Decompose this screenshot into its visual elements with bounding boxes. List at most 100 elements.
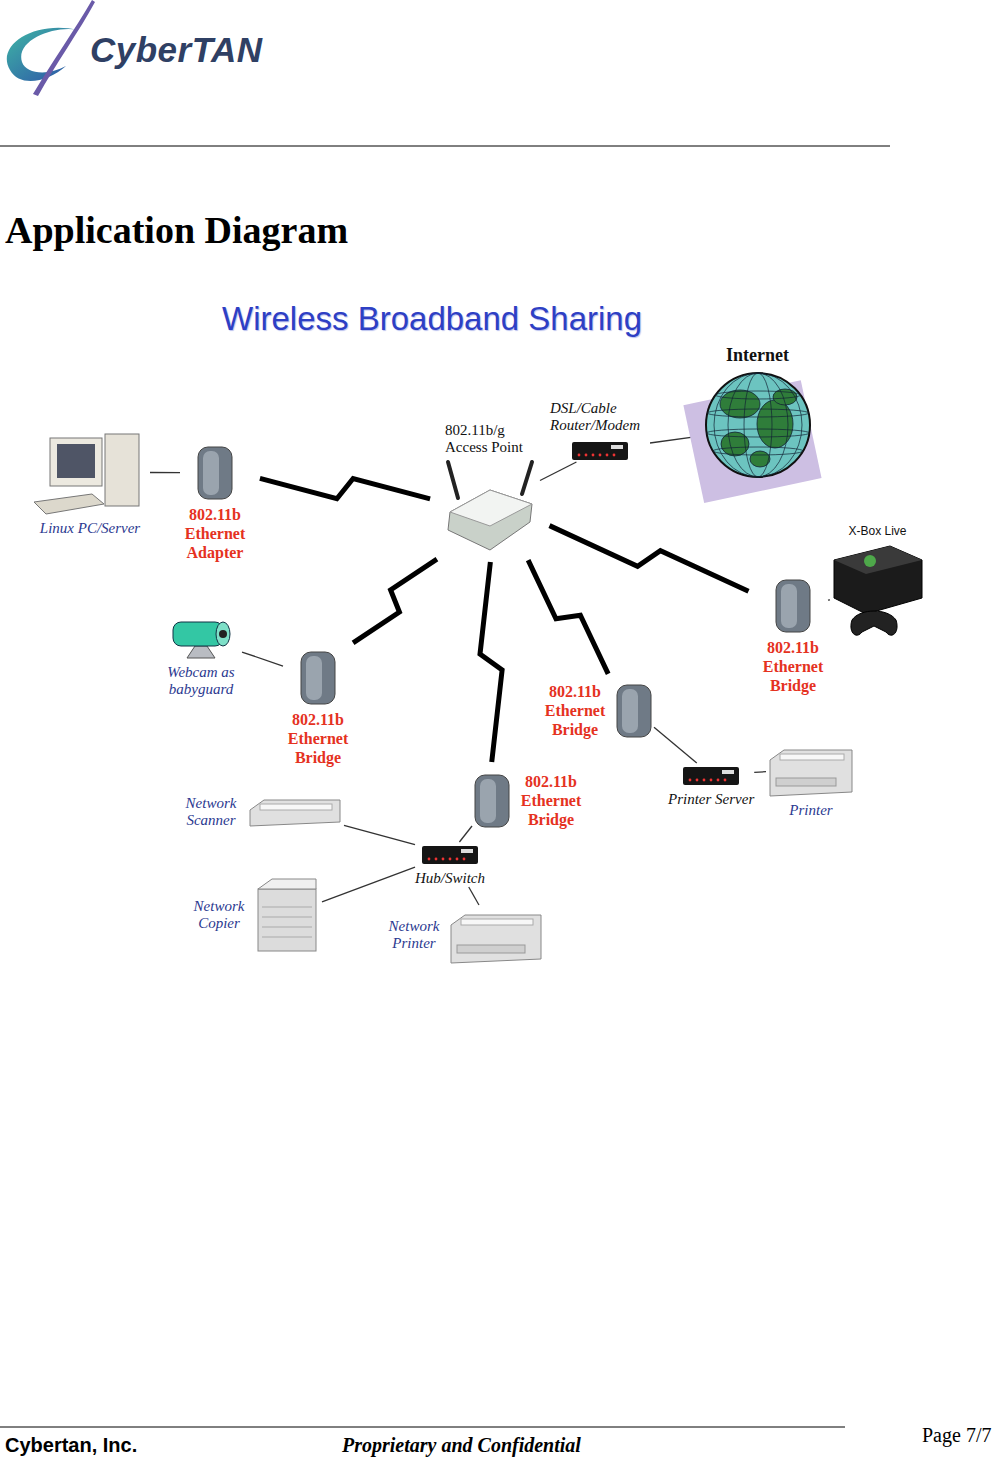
diagram-heading: Wireless Broadband Sharing: [222, 299, 642, 339]
icon-part: [34, 434, 139, 514]
footer-company: Cybertan, Inc.: [5, 1433, 137, 1457]
console-jewel: [864, 555, 876, 567]
console-top: [834, 546, 922, 574]
cable: [654, 727, 697, 763]
adapter-case: [198, 447, 232, 499]
xbox-icon: [830, 542, 925, 642]
device-label: Hub/Switch: [415, 870, 485, 887]
adapter-case: [617, 685, 651, 737]
device-label: Network Printer: [385, 918, 443, 952]
device-label: Webcam as babyguard: [160, 664, 242, 698]
cable: [344, 825, 415, 844]
monitor: [50, 438, 102, 486]
webcam-lens: [216, 622, 230, 646]
globe-latitude: [707, 429, 810, 437]
status-led: [456, 858, 459, 861]
device-label: 802.11b Ethernet Bridge: [758, 638, 828, 695]
device-case: [683, 767, 739, 785]
cable: [242, 652, 283, 666]
device-case: [572, 442, 628, 460]
printer-body: [451, 915, 541, 963]
scanner-body: [250, 800, 340, 826]
status-led: [463, 858, 466, 861]
device-label: 802.11b/g Access Point: [445, 422, 535, 456]
page-title: Application Diagram: [5, 208, 348, 252]
paper-slot: [260, 804, 332, 810]
swoosh-stroke: [33, 0, 95, 96]
printer-body: [770, 750, 852, 796]
icon-part: [258, 879, 316, 951]
adapter-icon: [614, 683, 654, 739]
device-label: Network Scanner: [180, 795, 242, 829]
monitor-screen: [57, 444, 95, 478]
cable: [469, 887, 479, 905]
globe-meridian: [728, 373, 788, 477]
cable: [828, 599, 830, 601]
device-label: Printer Server: [668, 791, 754, 808]
modem-icon: [682, 763, 740, 787]
device-label: 802.11b Ethernet Bridge: [540, 682, 610, 739]
wireless-link: [353, 559, 437, 643]
icon-part: [572, 442, 628, 460]
page-number: Page 7/7: [922, 1423, 991, 1447]
cable: [459, 826, 472, 842]
adapter-case: [475, 775, 509, 827]
network-copier: Network Copier: [190, 875, 322, 955]
device-label: DSL/Cable Router/Modem: [550, 400, 650, 434]
icon-part: [683, 373, 821, 503]
copier-lid: [258, 879, 316, 889]
adapter-icon: [773, 578, 813, 634]
status-led: [585, 454, 588, 457]
device-label: Printer: [789, 802, 832, 819]
status-led: [724, 779, 727, 782]
wireless-link: [260, 478, 430, 498]
print-server: Printer Server: [668, 763, 754, 808]
controller: [851, 611, 897, 635]
paper-slot: [461, 919, 533, 925]
header-rule: [0, 146, 890, 147]
adapter-face: [480, 779, 496, 823]
keyboard: [34, 494, 104, 514]
adapter-icon: [195, 445, 235, 501]
device-label: 802.11b Ethernet Bridge: [283, 710, 353, 767]
ethernet-adapter: 802.11b Ethernet Adapter: [180, 445, 250, 562]
globe-land: [757, 400, 793, 448]
game-console: X-Box Live: [830, 524, 925, 642]
globe-icon: [700, 369, 815, 487]
globe-latitude: [713, 447, 803, 455]
swoosh-ring: [7, 28, 78, 81]
icon-part: [617, 685, 651, 737]
paper-tray: [262, 937, 312, 938]
status-led: [696, 779, 699, 782]
console-body: [834, 546, 922, 614]
network-printer: Network Printer: [385, 905, 545, 965]
device-label: Network Copier: [190, 898, 248, 932]
paper-slot: [780, 754, 844, 760]
adapter-face: [622, 689, 638, 733]
status-led: [613, 454, 616, 457]
ethernet-bridge: 802.11b Ethernet Bridge: [758, 578, 828, 695]
globe-sphere: [706, 373, 810, 477]
status-led: [689, 779, 692, 782]
ethernet-bridge: 802.11b Ethernet Bridge: [283, 650, 353, 767]
pc-server: Linux PC/Server: [30, 428, 150, 537]
logo-swoosh: [7, 0, 95, 96]
status-led: [606, 454, 609, 457]
device-label: Internet: [726, 345, 789, 365]
ap-icon: [440, 460, 540, 552]
adapter-case: [776, 580, 810, 632]
globe-meridian: [744, 373, 772, 477]
wireless-link: [528, 560, 608, 674]
status-led: [703, 779, 706, 782]
paper-tray: [262, 927, 312, 928]
copier-body: [258, 889, 316, 951]
status-led: [717, 779, 720, 782]
status-led: [592, 454, 595, 457]
ethernet-bridge: 802.11b Ethernet Bridge: [540, 682, 654, 739]
adapter-face: [203, 451, 219, 495]
wireless-link: [549, 526, 748, 592]
antenna: [522, 462, 532, 494]
paper-tray: [262, 907, 312, 908]
adapter-icon: [298, 650, 338, 706]
